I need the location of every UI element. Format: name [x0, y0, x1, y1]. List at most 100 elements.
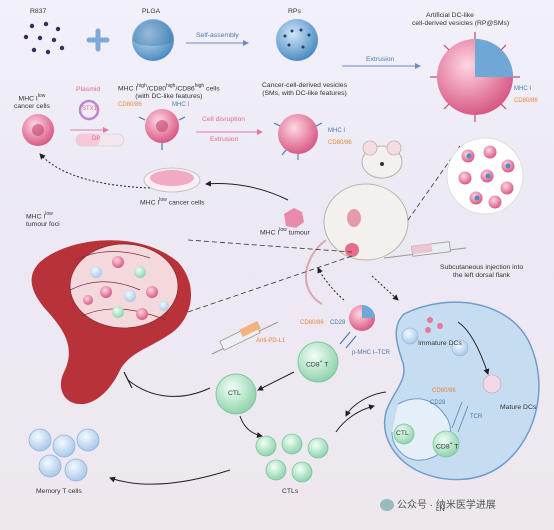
foci-mhc-text: MHC I	[26, 213, 46, 221]
zoom-line-upper	[187, 239, 353, 253]
cd8-to-ctl-arrow	[257, 371, 295, 391]
injection-line-2: the left dorsal flank	[453, 272, 511, 279]
cd86-text: /CD86	[175, 85, 195, 93]
cell-disruption-label: Cell disruption	[202, 116, 246, 123]
pmhc-tcr-label: p-MHC I–TCR	[352, 350, 391, 356]
cd8-t-cell	[297, 341, 339, 383]
cells-text: cells	[206, 85, 220, 93]
cd8t-label: CD8+ T	[306, 359, 329, 369]
dish-label: MHC Ilow cancer cells	[140, 196, 205, 207]
mhci-left-label: MHC I	[172, 102, 189, 108]
injection-to-ln-arrow	[371, 275, 399, 301]
mouse-to-interaction-arrow	[317, 267, 345, 301]
mhc-low-cancer-cell	[22, 114, 54, 146]
mhc-high-cancer-cell	[138, 109, 186, 150]
ln-t-text: T	[452, 443, 459, 451]
ctls-to-ln-arrow	[335, 404, 375, 433]
lymph-node	[383, 301, 540, 481]
low-sup-foci: low	[45, 211, 53, 217]
artificial-title: Artificial DC-like	[426, 12, 474, 19]
cd28-label: CD28	[330, 320, 346, 326]
mature-dcs-label: Mature DCs	[500, 404, 537, 411]
rp-sms-vesicle	[430, 32, 520, 122]
ctls-to-memory-arrow	[109, 469, 231, 485]
ln-cd8t-label: CD8+ T	[436, 441, 459, 451]
anti-pd-l1-syringe	[211, 321, 279, 355]
cd8-text: CD8	[306, 361, 320, 369]
tumour-fragment	[284, 208, 304, 228]
r837-dots	[23, 21, 65, 55]
watermark-text: 公众号 · 纳米医学进展	[397, 500, 496, 511]
cd80-text: /CD80	[146, 85, 166, 93]
ctls-label: CTLs	[282, 488, 299, 495]
low-sup-tumour: low	[279, 227, 287, 233]
tumour-foci-label: MHC Ilow tumour foci	[26, 210, 60, 229]
mhci-mid-label: MHC I	[328, 128, 345, 134]
low-sup: low	[37, 93, 46, 99]
tumour-blood-vessel	[31, 240, 192, 405]
wechat-icon	[380, 499, 394, 512]
high-sup-1: high	[137, 83, 147, 89]
dc-features-text: (with DC-like features)	[135, 93, 203, 101]
tumour-to-dish-arrow	[205, 180, 289, 201]
zoom-line-lower	[187, 255, 353, 313]
ln-tcr-label: TCR	[470, 414, 483, 420]
ln-cd28-label: CD28	[430, 400, 446, 406]
memory-t-cells	[28, 428, 100, 482]
cd8086-left-label: CD80/86	[118, 102, 142, 108]
cd8086-t-label: CD80/86	[300, 320, 324, 326]
dish-cancer-cells-text: cancer cells	[168, 199, 205, 207]
tcr-text: TCR	[377, 350, 391, 356]
immature-to-mature-arrow	[457, 321, 490, 375]
watermark: 公众号 · 纳米医学进展	[380, 496, 496, 512]
csv-title: Cancer-cell-derived vesicles(SMs, with D…	[262, 82, 347, 98]
ctl-cell	[215, 373, 257, 415]
csv-line-2: (SMs, with DC-like features)	[262, 90, 347, 97]
dish-mhc-text: MHC I	[140, 199, 160, 207]
dish-to-cell-dotted-arrow	[39, 153, 151, 189]
stx11-label: STX11	[82, 106, 100, 112]
pmhc-text: p-MHC I	[352, 350, 375, 356]
foci-text: tumour foci	[26, 221, 60, 229]
dp-capsule	[75, 133, 125, 147]
self-assembly-label: Self-assembly	[196, 32, 239, 39]
high-sup-3: high	[194, 83, 205, 89]
petri-dish	[143, 167, 201, 193]
ctls-cluster	[255, 433, 329, 483]
zoom-circle-vesicles	[446, 137, 524, 215]
ln-cd8086-label: CD80/86	[432, 388, 456, 394]
high-sup-2: high	[165, 83, 176, 89]
ln-label: LN	[436, 506, 445, 513]
ln-to-ctls-arrow	[345, 391, 387, 417]
ctl-to-ctls-arrow	[239, 415, 263, 438]
vesicle-presenting	[349, 305, 375, 331]
mhc-high-text: MHC I	[118, 85, 138, 93]
ln-ctl-label: CTL	[396, 430, 409, 437]
ln-cd8-text: CD8	[436, 443, 450, 451]
plus-icon	[86, 28, 110, 52]
mhci-right-label: MHC I	[514, 86, 531, 92]
tumour-label: MHC Ilow tumour	[260, 226, 310, 237]
rps-label: RPs	[288, 8, 301, 15]
mouse-illustration	[305, 140, 409, 305]
tumour-mhc-text: MHC I	[260, 229, 280, 237]
anti-pd-l1-label: Anti-PD-L1	[256, 338, 286, 344]
cancer-cell-vesicle	[273, 114, 323, 160]
inhibit-bar	[123, 371, 133, 389]
plasmid-label: Plasmid	[76, 86, 101, 93]
low-sup-dish: low	[159, 197, 167, 203]
injection-syringe	[383, 241, 467, 259]
cd8086-mid-label: CD80/86	[328, 140, 352, 146]
artificial-subtitle: cell-derived vesicles (RP@SMs)	[412, 20, 510, 27]
t-text: T	[322, 361, 329, 369]
receptor-pairs	[339, 331, 357, 349]
plasmid-ring	[78, 99, 100, 121]
csv-line-1: Cancer-cell-derived vesicles	[262, 82, 347, 89]
ctl-inhibit-tumour-line	[127, 379, 211, 397]
extrusion-top-label: Extrusion	[366, 56, 395, 63]
ctl-label: CTL	[228, 390, 241, 397]
cancer-cells-text: cancer cells	[14, 103, 50, 111]
